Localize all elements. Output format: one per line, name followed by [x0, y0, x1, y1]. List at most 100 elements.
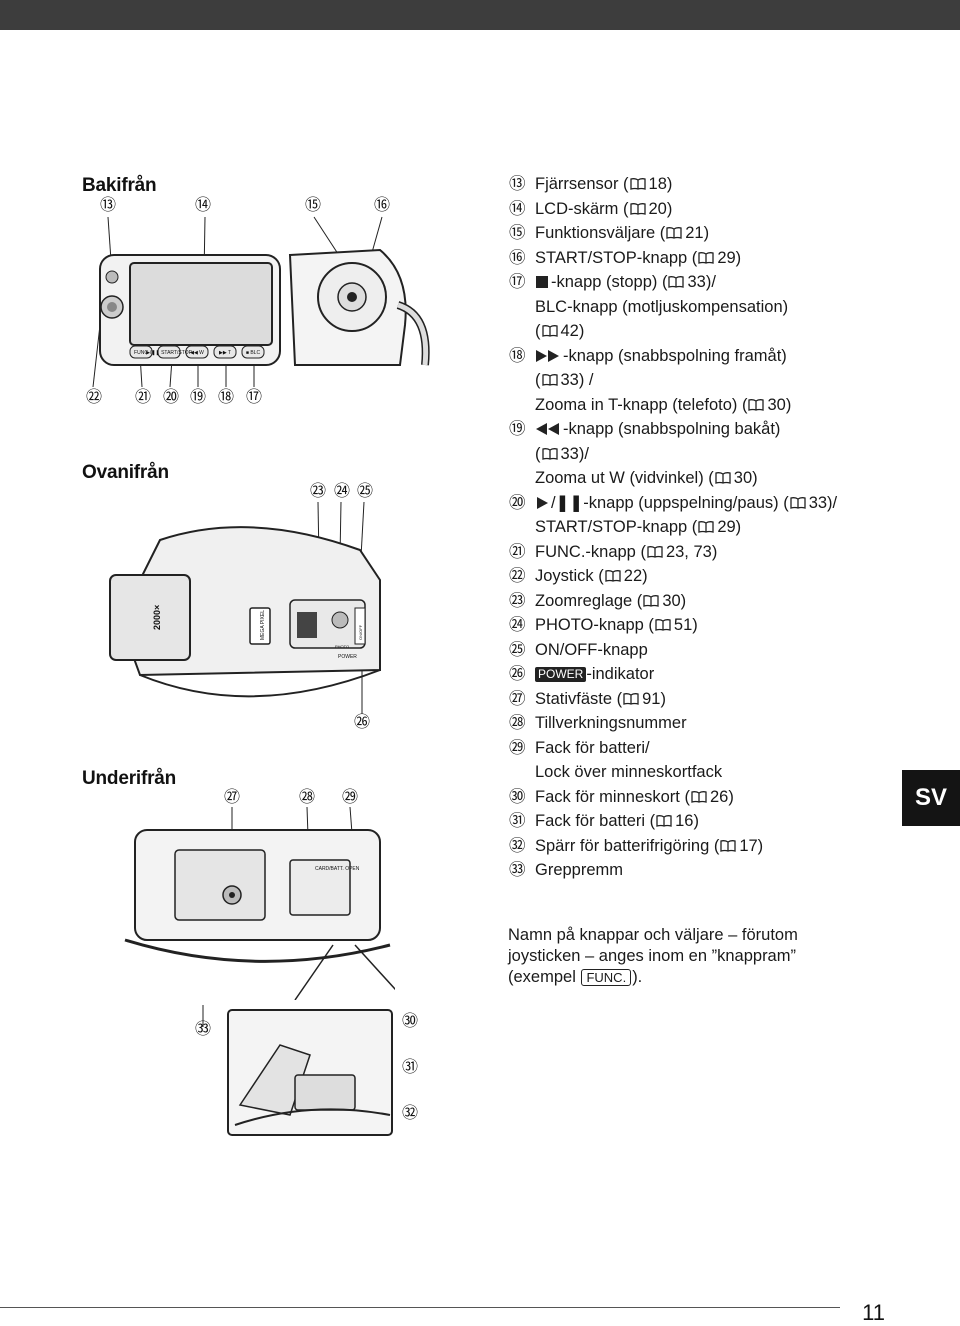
func-keycap-example: FUNC. — [581, 969, 632, 986]
book-icon — [790, 496, 806, 509]
book-icon — [666, 227, 682, 239]
callout-33: ㉝ — [194, 1021, 211, 1038]
note-line-1: Namn på knappar och väljare – förutom — [508, 926, 798, 944]
book-icon — [720, 839, 736, 852]
blc-button-label: ■ BLC — [246, 350, 261, 356]
book-icon — [541, 374, 558, 386]
section-title-bottom: Underifrån — [82, 768, 177, 789]
list-item: ⑲-knapp (snabbspolning bakåt) — [509, 420, 781, 438]
button-frame-note: Namn på knappar och väljare – förutom jo… — [508, 925, 848, 988]
callout-30: ㉚ — [401, 1013, 418, 1030]
language-tab: SV — [902, 770, 960, 826]
callout-27: ㉗ — [223, 789, 240, 806]
section-title-back: Bakifrån — [82, 175, 157, 196]
callout-32: ㉜ — [401, 1105, 418, 1122]
callout-16: ⑯ — [373, 197, 390, 214]
list-item-continued: Zooma in T-knapp (telefoto) (30) — [535, 395, 792, 414]
zoom-badge-label: 2000× — [152, 605, 162, 630]
callout-17: ⑰ — [245, 389, 262, 406]
list-item-continued: (42) — [535, 322, 585, 340]
callout-29: ㉙ — [341, 789, 358, 806]
callout-23: ㉓ — [309, 483, 326, 500]
book-icon — [629, 178, 646, 190]
callout-18: ⑱ — [217, 389, 234, 406]
book-icon — [698, 251, 714, 264]
page-header-bar — [0, 0, 960, 30]
callout-25: ㉕ — [356, 483, 373, 500]
list-item-continued: Zooma ut W (vidvinkel) (30) — [535, 469, 758, 487]
power-indicator-badge: POWER — [535, 667, 587, 682]
callout-20: ⑳ — [162, 389, 179, 406]
list-item-continued: (33)/ — [535, 444, 589, 463]
list-item-continued: Lock över minneskortfack — [535, 763, 723, 781]
play-icon — [537, 496, 548, 509]
list-item-continued: (33) / — [535, 371, 594, 389]
book-icon — [698, 521, 714, 533]
ff-button-label: ▶▶ T — [219, 350, 231, 356]
book-icon — [748, 398, 765, 411]
list-item: ⑳/❚❚-knapp (uppspelning/paus) (33)/ — [509, 493, 838, 512]
camcorder-bottom-illustration: CARD/BATT. OPEN — [124, 806, 395, 1000]
book-icon — [541, 447, 558, 460]
book-icon — [629, 202, 646, 215]
callout-14: ⑭ — [194, 197, 211, 214]
book-icon — [655, 619, 671, 631]
callout-21: ㉑ — [134, 389, 151, 406]
list-item: ⑰-knapp (stopp) (33)/ — [509, 273, 716, 291]
callout-28: ㉘ — [298, 789, 315, 806]
camcorder-top-illustration: 2000× MEGA PIXEL PHOTO ON/OFF POWER — [109, 501, 381, 714]
fast-forward-icon — [536, 349, 559, 362]
camcorder-back-illustration: FUNC ▶/❚❚ START/STOP ◀◀ W ▶▶ T ■ BLC — [92, 216, 430, 388]
callout-19: ⑲ — [189, 389, 206, 406]
section-title-top: Ovanifrån — [82, 462, 169, 483]
list-item-continued: BLC-knapp (motljuskompensation) — [535, 297, 789, 316]
callout-22: ㉒ — [85, 389, 102, 406]
mega-pixel-label: MEGA PIXEL — [260, 610, 266, 640]
stop-icon — [536, 276, 548, 288]
book-icon — [623, 692, 639, 705]
book-icon — [647, 545, 663, 558]
note-line-3: (exempel FUNC.). — [508, 968, 643, 986]
callout-31: ㉛ — [401, 1059, 418, 1076]
func-button-label: FUNC — [134, 350, 148, 356]
callout-26: ㉖ — [353, 714, 370, 731]
start-stop-button-label: ▶/❚❚ START/STOP — [146, 350, 193, 356]
list-item: ⑱-knapp (snabbspolning framåt) — [509, 346, 787, 365]
rewind-icon — [536, 423, 559, 435]
on-off-label: ON/OFF — [358, 624, 363, 640]
power-label: POWER — [338, 654, 357, 660]
callout-24: ㉔ — [333, 483, 350, 500]
callout-15: ⑮ — [304, 197, 321, 214]
footer-rule — [0, 1307, 840, 1308]
book-icon — [605, 570, 621, 582]
photo-label: PHOTO — [335, 644, 349, 649]
card-batt-open-label: CARD/BATT. OPEN — [315, 866, 360, 872]
note-line-2: joysticken – anges inom en ”knappram” — [508, 947, 796, 965]
book-icon — [668, 276, 685, 288]
book-icon — [656, 815, 672, 827]
book-icon — [691, 790, 707, 803]
rew-button-label: ◀◀ W — [190, 350, 204, 356]
book-icon — [715, 472, 731, 484]
page-number: 11 — [862, 1300, 885, 1325]
book-icon — [541, 325, 558, 337]
battery-card-detail-illustration — [202, 1005, 393, 1136]
callout-13: ⑬ — [99, 197, 116, 214]
